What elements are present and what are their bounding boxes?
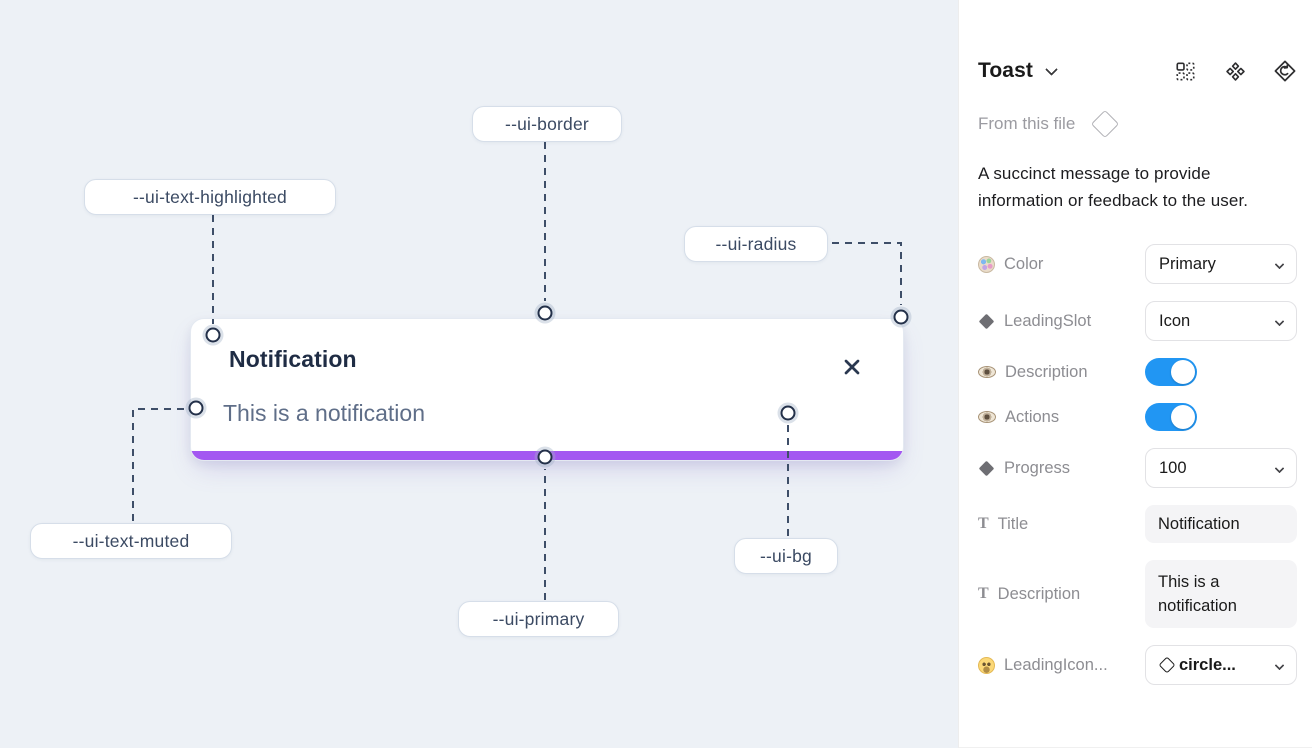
property-row-title: T Title Notification bbox=[978, 505, 1297, 543]
description-toggle[interactable] bbox=[1145, 358, 1197, 386]
variable-label-ui-bg[interactable]: --ui-bg bbox=[734, 538, 838, 574]
property-label: LeadingSlot bbox=[1004, 311, 1092, 330]
chevron-down-icon bbox=[1274, 463, 1285, 473]
property-row-leadingslot: LeadingSlot Icon bbox=[978, 301, 1297, 341]
leadingslot-dropdown[interactable]: Icon bbox=[1145, 301, 1297, 341]
chevron-down-icon[interactable] bbox=[1045, 62, 1058, 76]
variable-label-ui-radius[interactable]: --ui-radius bbox=[684, 226, 828, 262]
property-row-description-toggle: Description bbox=[978, 358, 1297, 386]
color-dropdown[interactable]: Primary bbox=[1145, 244, 1297, 284]
connector-dot-bg[interactable] bbox=[780, 405, 796, 421]
chevron-down-icon bbox=[1274, 316, 1285, 326]
property-label: Description bbox=[1005, 362, 1088, 381]
property-label: Progress bbox=[1004, 458, 1071, 477]
toggle-knob bbox=[1171, 405, 1195, 429]
connector-dot-text-muted[interactable] bbox=[188, 400, 204, 416]
property-row-leadingicon: LeadingIcon... circle... bbox=[978, 645, 1297, 685]
variable-label-ui-border[interactable]: --ui-border bbox=[472, 106, 622, 142]
source-row: From this file bbox=[978, 109, 1297, 139]
property-label: Actions bbox=[1005, 407, 1060, 426]
variant-grid-icon[interactable] bbox=[1173, 59, 1197, 83]
toast-title: Notification bbox=[229, 346, 357, 372]
diamond-icon bbox=[978, 313, 995, 329]
palette-icon bbox=[978, 255, 995, 273]
properties-panel: Toast bbox=[958, 0, 1312, 748]
property-row-actions-toggle: Actions bbox=[978, 403, 1297, 431]
progress-dropdown[interactable]: 100 bbox=[1145, 448, 1297, 488]
property-label: Color bbox=[1004, 254, 1044, 273]
text-icon: T bbox=[978, 515, 989, 532]
smiley-icon bbox=[978, 656, 995, 674]
property-label: Title bbox=[997, 514, 1029, 533]
connector-dot-radius[interactable] bbox=[893, 309, 909, 325]
property-row-color: Color Primary bbox=[978, 244, 1297, 284]
swap-instance-icon[interactable] bbox=[1273, 59, 1297, 83]
panel-header: Toast bbox=[978, 56, 1297, 86]
description-field[interactable]: This is a notification bbox=[1145, 560, 1297, 628]
property-label: LeadingIcon... bbox=[1004, 655, 1108, 674]
chevron-down-icon bbox=[1274, 660, 1285, 670]
property-list: Color Primary LeadingSlot Icon bbox=[978, 244, 1297, 685]
diamond-icon bbox=[1091, 109, 1120, 139]
connector-dot-primary[interactable] bbox=[537, 449, 553, 465]
variable-label-ui-text-highlighted[interactable]: --ui-text-highlighted bbox=[84, 179, 336, 215]
toggle-knob bbox=[1171, 360, 1195, 384]
component-icon[interactable] bbox=[1223, 59, 1247, 83]
component-title[interactable]: Toast bbox=[978, 59, 1033, 82]
text-icon: T bbox=[978, 585, 989, 602]
actions-toggle[interactable] bbox=[1145, 403, 1197, 431]
leadingicon-dropdown[interactable]: circle... bbox=[1145, 645, 1297, 685]
variable-label-ui-primary[interactable]: --ui-primary bbox=[458, 601, 619, 637]
eye-icon bbox=[978, 366, 996, 378]
connector-dot-border[interactable] bbox=[537, 305, 553, 321]
design-canvas[interactable]: Notification This is a notification --ui… bbox=[0, 0, 958, 748]
eye-icon bbox=[978, 411, 996, 423]
property-row-description-text: T Description This is a notification bbox=[978, 560, 1297, 628]
toast-description: This is a notification bbox=[223, 400, 425, 426]
title-field[interactable]: Notification bbox=[1145, 505, 1297, 543]
component-description: A succinct message to provide informatio… bbox=[978, 164, 1249, 210]
diamond-icon bbox=[978, 460, 995, 476]
property-row-progress: Progress 100 bbox=[978, 448, 1297, 488]
connector-dot-text-highlighted[interactable] bbox=[205, 327, 221, 343]
chevron-down-icon bbox=[1274, 259, 1285, 269]
diamond-outline-icon bbox=[1158, 656, 1176, 674]
property-label: Description bbox=[997, 584, 1081, 603]
toast-component: Notification This is a notification bbox=[190, 318, 904, 461]
variable-label-ui-text-muted[interactable]: --ui-text-muted bbox=[30, 523, 232, 559]
source-label: From this file bbox=[978, 114, 1076, 133]
close-icon bbox=[844, 359, 860, 375]
close-button[interactable] bbox=[839, 354, 865, 380]
